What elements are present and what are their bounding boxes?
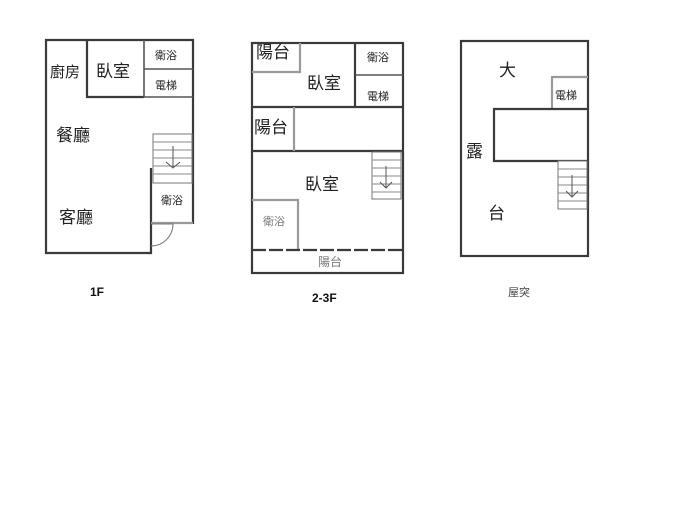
room-kitchen: 廚房 (50, 63, 81, 81)
floor-roof-walls (459, 39, 590, 258)
room-balcony: 陽台 (254, 118, 288, 138)
floor-label-2-3f: 2-3F (312, 291, 337, 305)
floor-2-3f-stairs (371, 151, 402, 200)
stair-down-arrow-icon (165, 146, 181, 169)
room-terrace-char-3: 台 (488, 204, 505, 224)
room-bedroom-main: 臥室 (305, 175, 339, 195)
room-bathroom: 衛浴 (155, 49, 177, 62)
room-bathroom: 衛浴 (263, 215, 285, 228)
room-elevator: 電梯 (367, 90, 389, 103)
room-elevator: 電梯 (555, 89, 577, 102)
stair-down-arrow-icon (379, 166, 393, 189)
stair-down-arrow-icon (565, 175, 579, 198)
floor-1f-stairs (152, 133, 193, 184)
floor-roof-stairs (557, 160, 588, 210)
floor-label-1f: 1F (90, 285, 105, 299)
room-bathroom: 衛浴 (161, 194, 183, 207)
floor-2-3f-walls (250, 41, 405, 275)
floor-label-roof: 屋突 (508, 286, 530, 299)
room-terrace-char-2: 露 (466, 142, 483, 162)
room-balcony: 陽台 (256, 43, 290, 63)
room-bathroom: 衛浴 (367, 51, 389, 64)
room-terrace-char-1: 大 (499, 61, 516, 81)
room-living: 客廳 (59, 208, 93, 228)
room-elevator: 電梯 (155, 79, 177, 92)
room-bedroom: 臥室 (96, 62, 130, 82)
floor-1f-walls (44, 38, 195, 255)
room-bedroom: 臥室 (307, 74, 341, 94)
door-swing-icon (150, 223, 174, 247)
room-balcony: 陽台 (318, 255, 343, 269)
room-dining: 餐廳 (56, 126, 90, 146)
